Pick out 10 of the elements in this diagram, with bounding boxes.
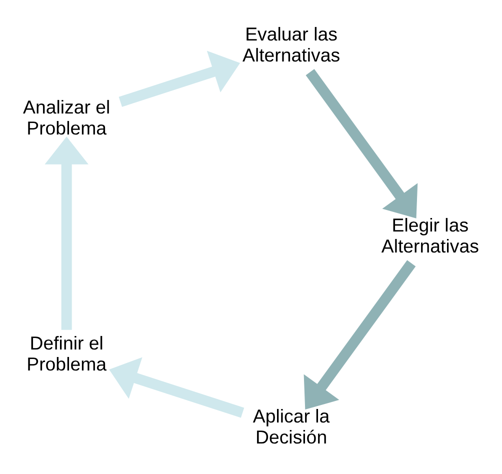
node-text: Evaluar las Alternativas [242,22,340,65]
arrow [109,356,244,418]
arrow [306,68,418,218]
arrow [304,260,416,410]
arrow [118,50,240,106]
node-text: Elegir las Alternativas [381,214,479,256]
arrow [44,136,88,330]
node-text: Definir el Problema [26,332,107,374]
node-text: Aplicar la Decisión [252,405,330,448]
node-text: Analizar el Problema [23,96,110,138]
